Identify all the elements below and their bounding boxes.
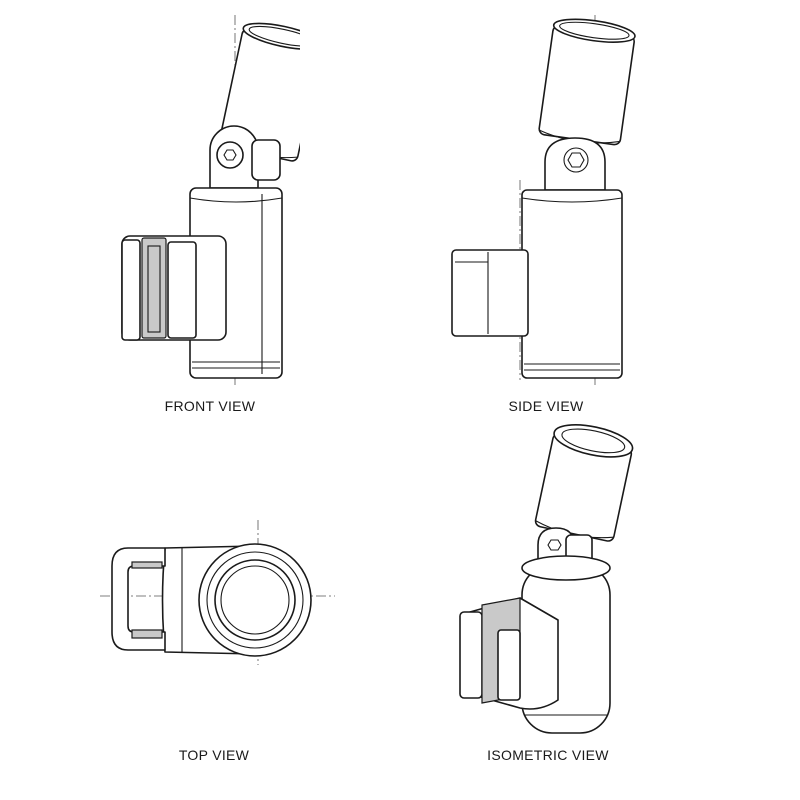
top-view-drawing [100, 520, 335, 665]
top-view-caption: TOP VIEW [178, 747, 250, 763]
isometric-view-caption: ISOMETRIC VIEW [487, 747, 609, 763]
front-view-drawing [121, 15, 300, 385]
side-view-caption: SIDE VIEW [508, 398, 584, 414]
front-view-caption: FRONT VIEW [164, 398, 256, 414]
isometric-view-drawing [459, 424, 634, 734]
side-view-drawing [451, 15, 636, 385]
